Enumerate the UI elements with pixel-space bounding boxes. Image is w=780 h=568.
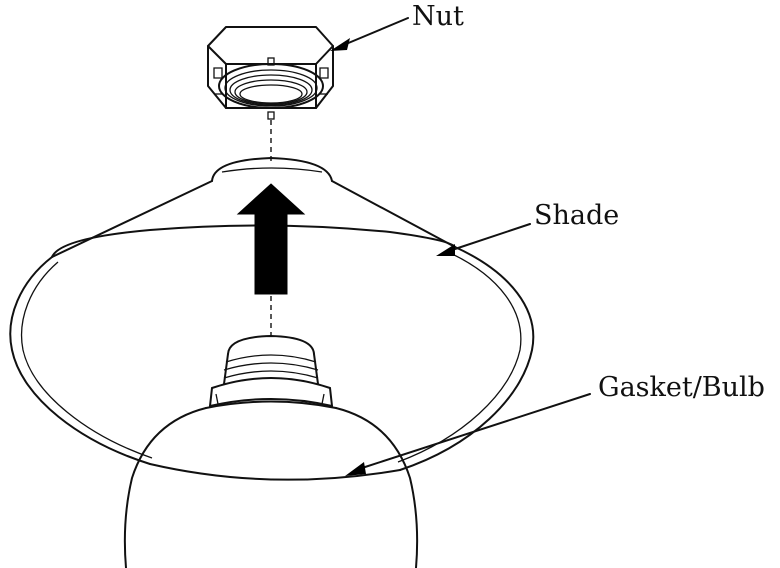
shade-leader	[436, 223, 531, 256]
shade-part	[9, 157, 535, 481]
shade-label: Shade	[534, 200, 619, 231]
up-arrow-icon	[236, 183, 306, 295]
bulb-label: Gasket/Bulb	[598, 372, 765, 403]
bulb-part	[123, 335, 419, 568]
nut-part	[207, 26, 334, 120]
nut-leader	[330, 17, 409, 51]
nut-label: Nut	[412, 1, 464, 32]
bulb-leader	[345, 393, 591, 476]
